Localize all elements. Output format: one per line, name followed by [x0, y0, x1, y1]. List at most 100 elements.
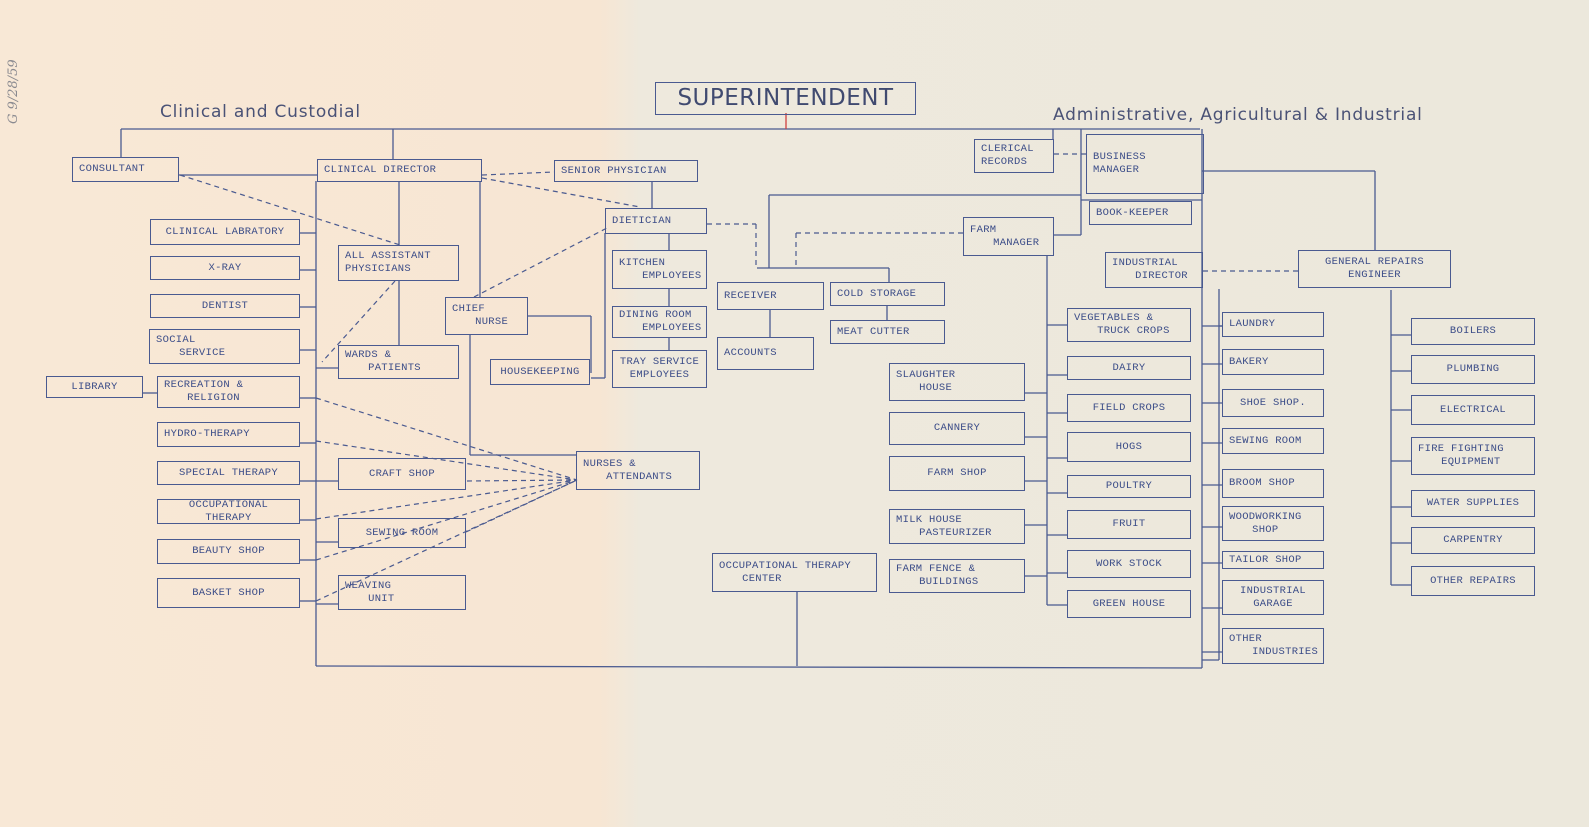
- org-box-label-line: DINING ROOM: [619, 309, 692, 321]
- org-box-label-line: TAILOR SHOP: [1229, 553, 1302, 566]
- org-box-label-line: RECORDS: [981, 156, 1028, 168]
- superintendent-box: SUPERINTENDENT: [655, 82, 916, 115]
- org-box-label-line: SLAUGHTER: [896, 369, 956, 381]
- org-box-label-line: WORK STOCK: [1095, 557, 1162, 570]
- org-box-label-line: INDUSTRIES: [1252, 646, 1319, 658]
- org-box-label-line: MEAT CUTTER: [837, 325, 910, 338]
- org-box-label-line: UNIT: [368, 592, 395, 605]
- org-box-label-line: DENTIST: [201, 299, 249, 312]
- org-box-carpentry: CARPENTRY: [1411, 527, 1535, 554]
- org-box-label-line: X-RAY: [208, 261, 242, 274]
- org-box-label-line: BASKET SHOP: [192, 586, 265, 599]
- org-box-cannery: CANNERY: [889, 412, 1025, 445]
- org-box-label-line: SPECIAL THERAPY: [178, 466, 278, 479]
- org-box-label-line: BUILDINGS: [919, 576, 979, 588]
- org-box-nurses-attendants: NURSES &ATTENDANTS: [576, 451, 700, 490]
- org-box-label-line: TRAY SERVICE: [619, 356, 700, 368]
- org-box-broom-shop: BROOM SHOP: [1222, 469, 1324, 498]
- org-box-label-line: BOOK-KEEPER: [1096, 206, 1169, 219]
- org-box-receiver: RECEIVER: [717, 282, 824, 310]
- handwritten-date-annotation: G 9/28/59: [6, 59, 21, 124]
- org-box-laundry: LAUNDRY: [1222, 312, 1324, 337]
- org-box-field-crops: FIELD CROPS: [1067, 394, 1191, 422]
- org-box-label-line: SOCIAL: [156, 333, 196, 346]
- org-box-label-line: CENTER: [742, 572, 782, 585]
- org-box-bakery: BAKERY: [1222, 349, 1324, 375]
- org-box-label-line: GREEN HOUSE: [1092, 597, 1166, 610]
- org-box-label-line: TRUCK CROPS: [1097, 325, 1170, 337]
- org-box-label-line: CANNERY: [933, 422, 981, 434]
- org-box-label-line: OTHER: [1229, 633, 1263, 645]
- org-box-label-line: CHIEF: [452, 303, 486, 315]
- org-box-label-line: RELIGION: [187, 392, 240, 404]
- org-box-label-line: EMPLOYEES: [629, 369, 690, 381]
- org-box-vegetables-truck-crops: VEGETABLES &TRUCK CROPS: [1067, 308, 1191, 342]
- org-box-x-ray: X-RAY: [150, 256, 300, 280]
- org-box-label-line: SEWING ROOM: [1229, 434, 1302, 447]
- org-box-label-line: FRUIT: [1112, 518, 1146, 530]
- org-box-wards-patients: WARDS &PATIENTS: [338, 345, 459, 379]
- org-box-label-line: RECREATION &: [164, 379, 244, 391]
- org-box-label-line: OCCUPATIONAL THERAPY: [719, 559, 852, 572]
- org-box-label-line: HOUSE: [919, 382, 953, 394]
- org-box-label-line: NURSE: [475, 316, 509, 328]
- org-box-label-line: EQUIPMENT: [1441, 456, 1501, 468]
- org-box-shoe-shop: SHOE SHOP.: [1222, 389, 1324, 417]
- org-box-label-line: BROOM SHOP: [1229, 477, 1296, 489]
- org-box-label-line: OTHER REPAIRS: [1430, 574, 1516, 587]
- bottom-bus-line: [315, 665, 1203, 669]
- org-box-label-line: GENERAL REPAIRS: [1324, 256, 1424, 268]
- org-box-label-line: SHOE SHOP.: [1239, 396, 1306, 409]
- org-box-label-line: FIRE FIGHTING: [1418, 443, 1504, 455]
- org-box-cold-storage: COLD STORAGE: [830, 282, 945, 306]
- org-box-label-line: PASTEURIZER: [919, 526, 992, 539]
- org-box-label-line: OCCUPATIONAL THERAPY: [188, 498, 269, 524]
- org-box-label-line: BOILERS: [1449, 325, 1497, 337]
- org-box-label-line: MILK HOUSE: [896, 513, 963, 526]
- org-box-label-line: ELECTRICAL: [1439, 403, 1506, 416]
- org-box-label-line: WATER SUPPLIES: [1426, 497, 1520, 509]
- org-box-label-line: ATTENDANTS: [606, 470, 673, 483]
- org-box-label-line: EMPLOYEES: [642, 322, 702, 334]
- org-box-work-stock: WORK STOCK: [1067, 550, 1191, 578]
- org-box-label-line: COLD STORAGE: [837, 287, 917, 300]
- org-box-hydro-therapy: HYDRO-THERAPY: [157, 422, 300, 447]
- org-box-label-line: INDUSTRIAL: [1239, 584, 1306, 597]
- org-box-other-repairs: OTHER REPAIRS: [1411, 566, 1535, 596]
- org-box-sewing-room-clinical: SEWING ROOM: [338, 518, 466, 548]
- org-box-label-line: ENGINEER: [1348, 269, 1401, 281]
- org-box-label-line: NURSES &: [583, 457, 636, 470]
- org-box-label-line: PLUMBING: [1446, 363, 1500, 375]
- org-box-label-line: PHYSICIANS: [345, 263, 412, 275]
- org-box-dairy: DAIRY: [1067, 356, 1191, 380]
- org-box-tailor-shop: TAILOR SHOP: [1222, 551, 1324, 569]
- org-box-label-line: HOGS: [1115, 440, 1143, 453]
- org-box-water-supplies: WATER SUPPLIES: [1411, 490, 1535, 517]
- org-box-clinical-director: CLINICAL DIRECTOR: [317, 159, 482, 182]
- org-box-electrical: ELECTRICAL: [1411, 395, 1535, 425]
- org-box-label-line: INDUSTRIAL: [1112, 257, 1179, 269]
- org-box-label-line: CRAFT SHOP: [368, 467, 435, 480]
- org-box-recreation-religion: RECREATION &RELIGION: [157, 376, 300, 408]
- org-box-label-line: FARM: [970, 223, 997, 236]
- org-box-fruit: FRUIT: [1067, 510, 1191, 539]
- org-box-label-line: RECEIVER: [724, 289, 777, 302]
- org-box-beauty-shop: BEAUTY SHOP: [157, 539, 300, 564]
- org-box-label-line: CARPENTRY: [1443, 534, 1503, 546]
- right-division-heading: Administrative, Agricultural & Industria…: [1053, 105, 1423, 125]
- org-box-label-line: SEWING ROOM: [365, 526, 439, 539]
- org-box-label-line: LIBRARY: [71, 380, 118, 393]
- org-box-label-line: FIELD CROPS: [1092, 401, 1166, 414]
